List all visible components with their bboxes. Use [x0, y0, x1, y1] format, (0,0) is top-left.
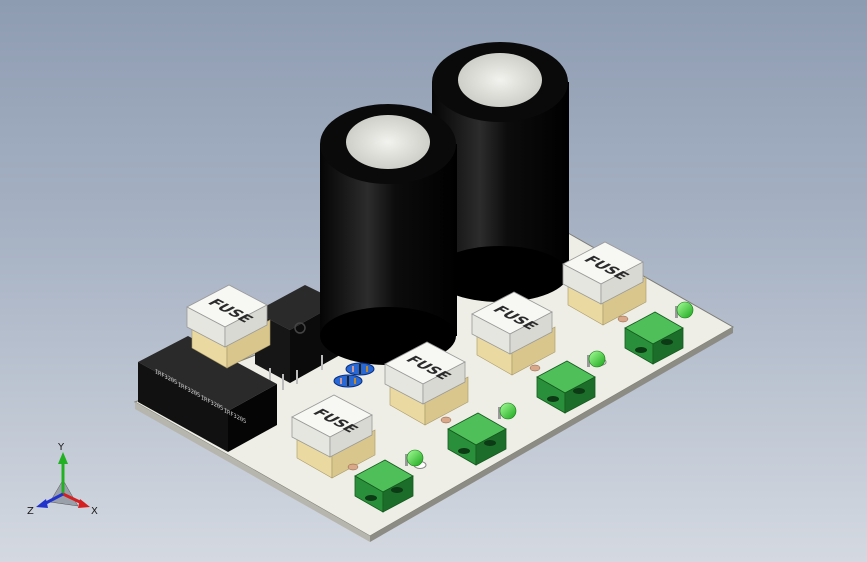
fuse-holder: FUSE [186, 284, 271, 369]
capacitor-left [320, 104, 457, 365]
y-label: Y [57, 442, 65, 453]
resistor [440, 416, 452, 424]
fuse-holder: FUSE [291, 394, 376, 479]
resistor [347, 463, 359, 471]
resistor [617, 315, 629, 323]
led-indicator [588, 350, 606, 368]
terminal-connector [617, 301, 694, 365]
terminal-connector [529, 350, 606, 414]
led-indicator [406, 449, 424, 467]
axis-triad: Y X Z [20, 440, 110, 530]
z-axis [43, 492, 64, 506]
resistor [345, 362, 375, 376]
fuse-holder: FUSE [471, 291, 556, 376]
z-label: Z [27, 506, 34, 517]
terminal-connector [440, 402, 517, 466]
resistor [333, 374, 363, 388]
x-arrow-icon [78, 499, 90, 508]
fuse-holder: FUSE [384, 341, 469, 426]
terminal-connector [347, 449, 424, 513]
led-indicator [499, 402, 517, 420]
x-label: X [91, 506, 98, 517]
led-indicator [676, 301, 694, 319]
y-arrow-icon [58, 452, 68, 464]
z-arrow-icon [36, 499, 48, 508]
fuse-holder: FUSE [562, 241, 647, 326]
resistor [529, 364, 541, 372]
